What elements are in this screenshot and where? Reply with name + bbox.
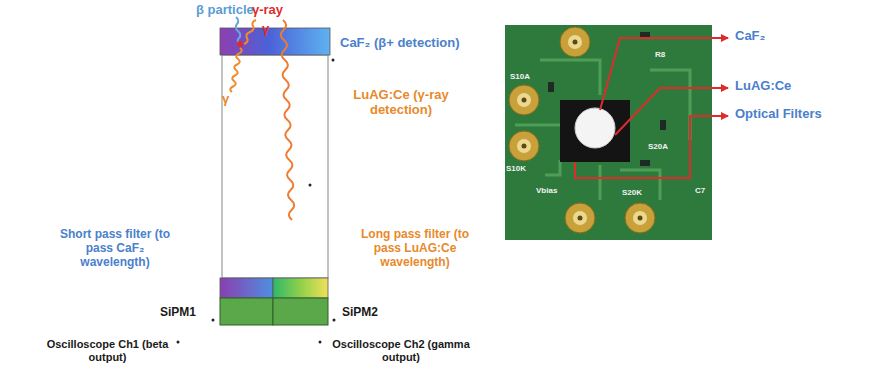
silkscreen-text: R8 [655, 50, 665, 59]
sipm-block [220, 298, 273, 325]
photo-callout: CaF₂ [735, 29, 765, 44]
photo-callout: LuAG:Ce [735, 79, 791, 94]
particle-label: γ-ray [252, 3, 283, 18]
crystal-label: LuAG:Ce (γ-ray detection) [336, 88, 466, 118]
sipm-label: SiPM1 [160, 306, 196, 320]
long-pass-filter [273, 278, 328, 298]
sipm-label: SiPM2 [342, 306, 378, 320]
beta-track [236, 17, 241, 44]
output-label: Oscilloscope Ch2 (gamma output) [326, 338, 476, 363]
luag-crystal [222, 55, 328, 278]
silkscreen-text: S10K [506, 164, 526, 173]
gamma-track [230, 48, 242, 92]
caf2-crystal [220, 28, 330, 55]
pcb-photo [505, 25, 728, 240]
particle-label: β particle [196, 3, 254, 18]
silkscreen-text: Vbias [536, 186, 557, 195]
gamma-track [244, 20, 256, 44]
silkscreen-text: S20K [622, 188, 642, 197]
output-label: Oscilloscope Ch1 (beta output) [40, 338, 175, 363]
silkscreen-text: C7 [695, 186, 705, 195]
short-pass-filter [220, 278, 273, 298]
annihilation-point [237, 41, 243, 47]
silkscreen-text: S10A [510, 72, 530, 81]
gamma-symbol: γ [222, 92, 229, 107]
photo-callout: Optical Filters [735, 107, 822, 122]
gamma-ray-track [281, 20, 294, 220]
sipm-block [273, 298, 328, 325]
filter-label: Short pass filter (to pass CaF₂ waveleng… [50, 228, 180, 269]
silkscreen-text: S20A [648, 142, 668, 151]
filter-label: Long pass filter (to pass LuAG:Ce wavele… [350, 228, 480, 269]
crystal-label: CaF₂ (β+ detection) [340, 36, 460, 51]
marker-dots [177, 59, 336, 344]
gamma-symbol: γ [262, 22, 269, 37]
